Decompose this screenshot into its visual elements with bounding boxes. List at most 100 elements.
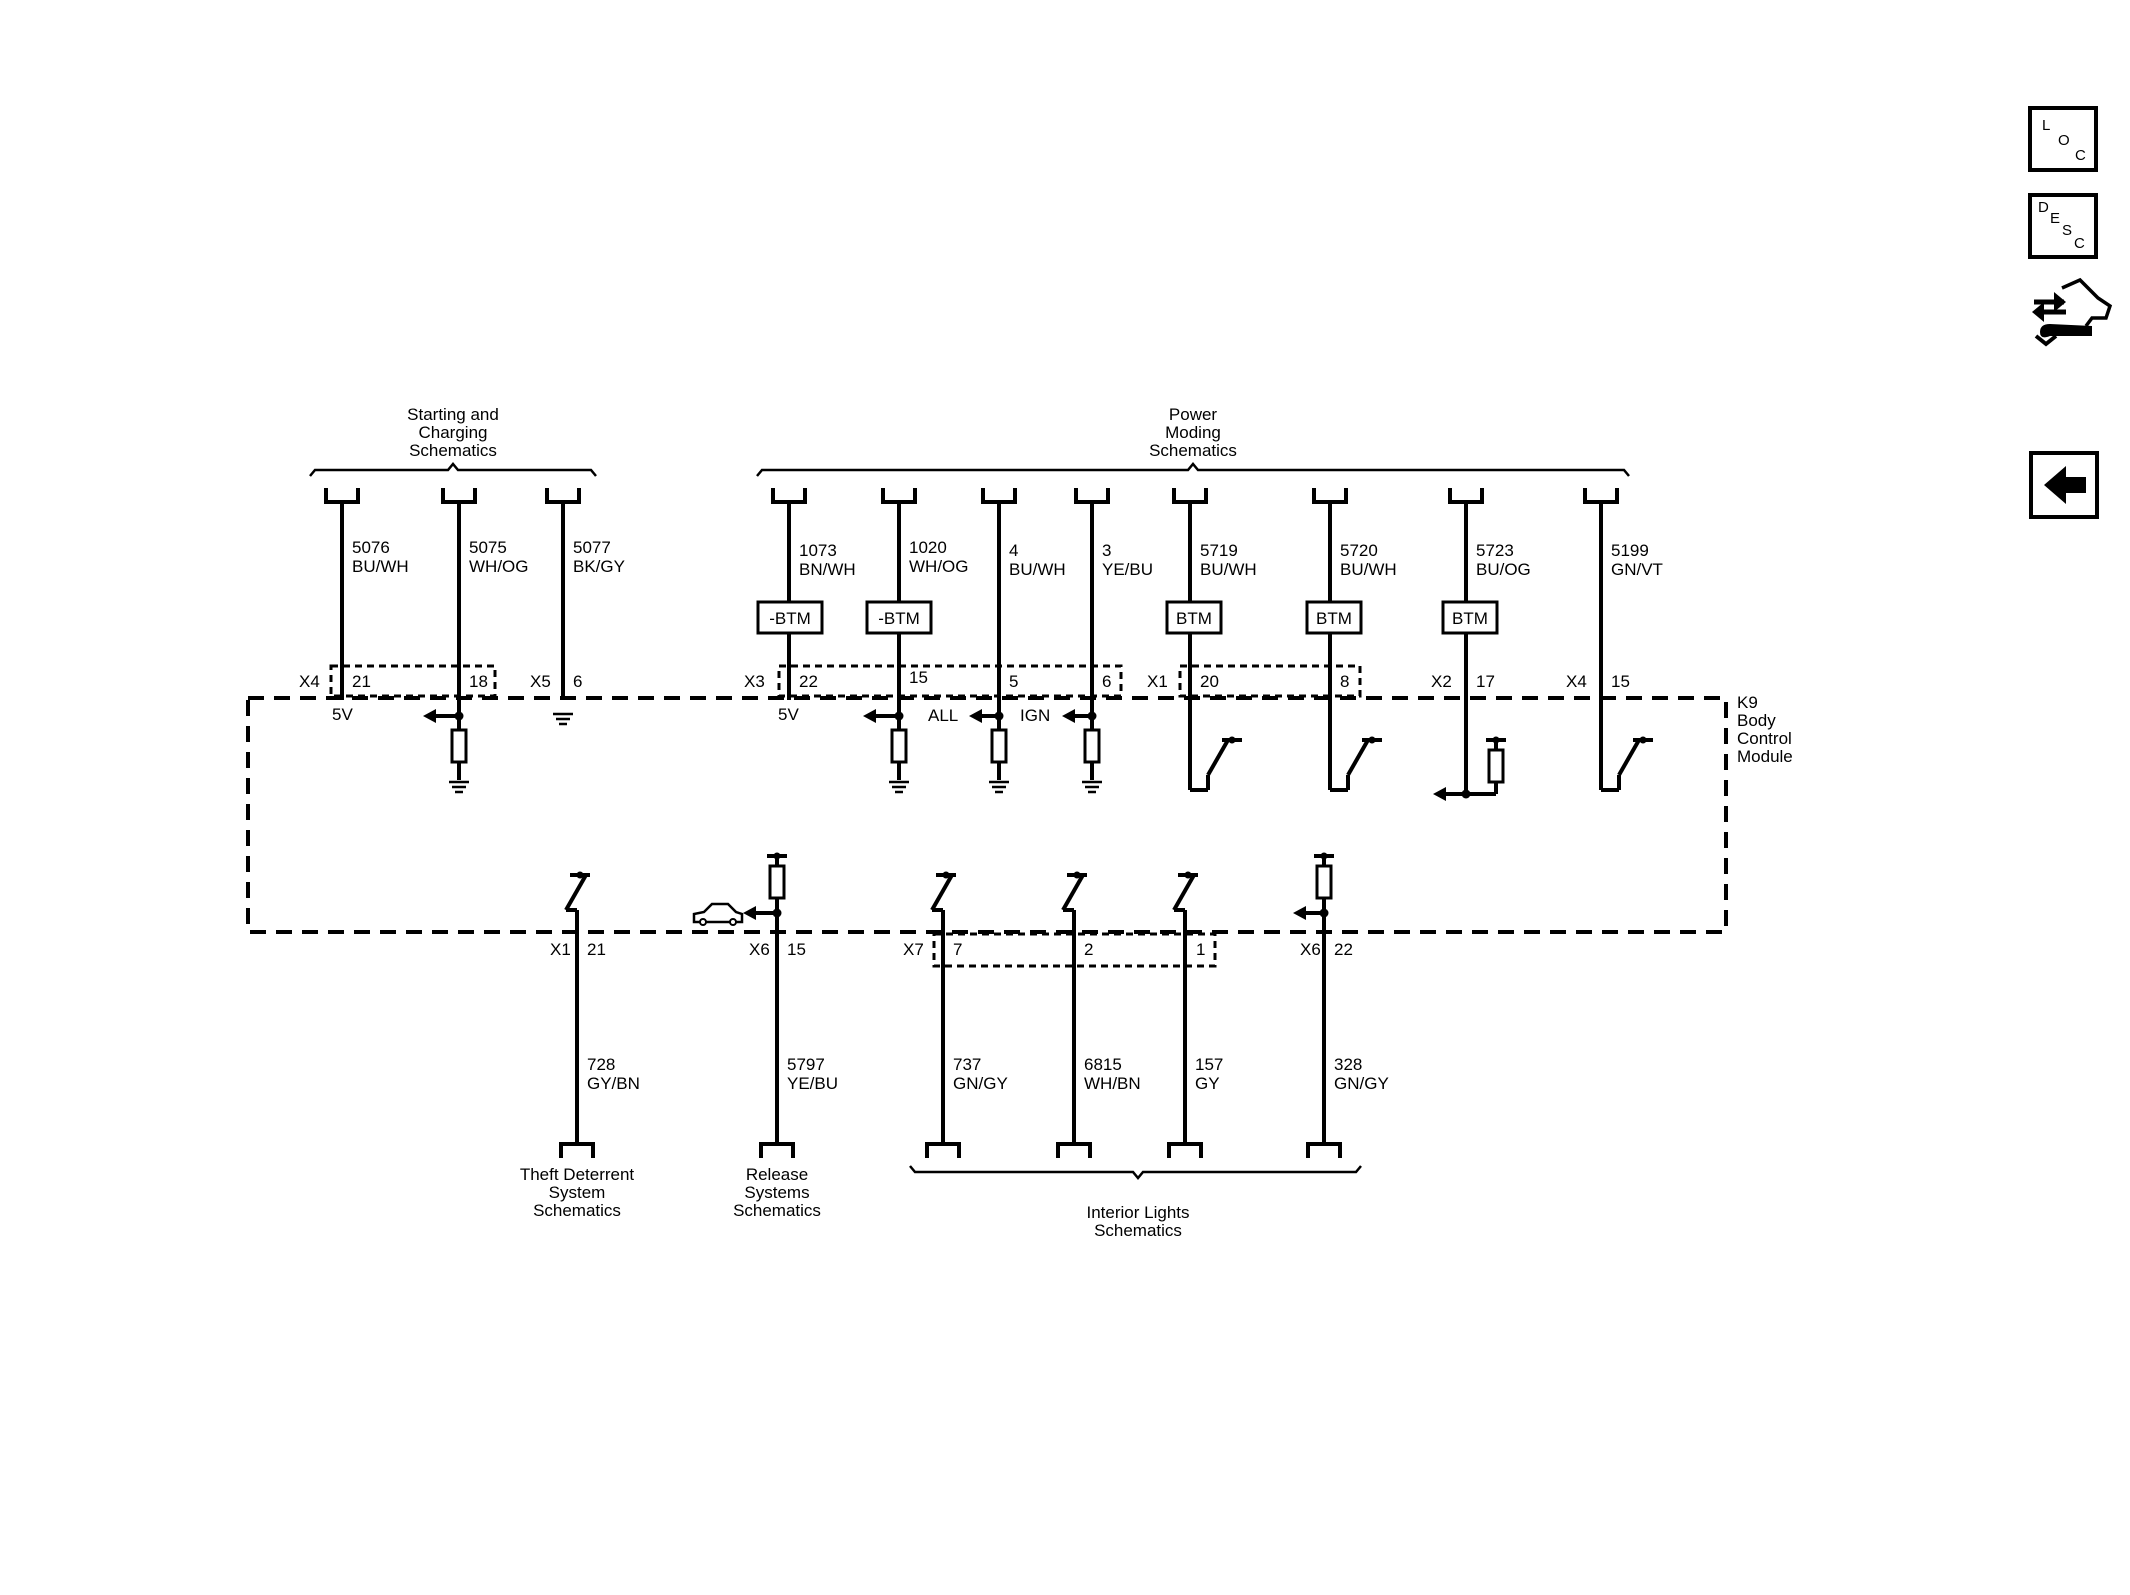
starting-group-bracket	[309, 462, 597, 477]
interior-lights-label: Interior Lights Schematics	[1087, 1203, 1190, 1240]
power-moding-label: Power Moding Schematics	[1149, 405, 1237, 460]
btm-label: -BTM	[769, 609, 811, 628]
switch-1190	[1188, 704, 1242, 792]
wire-color: WH/OG	[469, 557, 529, 576]
group-label-line: Schematics	[733, 1201, 821, 1220]
desc-button[interactable]: D E S C	[2028, 193, 2098, 259]
wire-color: YE/BU	[1102, 560, 1153, 579]
wire-circuit: 5077	[573, 538, 611, 557]
pin-label: 21	[352, 672, 371, 691]
wire-circuit: 1073	[799, 541, 837, 560]
loc-button[interactable]: L O C	[2028, 106, 2098, 172]
wire-circuit: 157	[1195, 1055, 1223, 1074]
pin-label: 7	[953, 940, 962, 959]
loc-letter: L	[2042, 117, 2050, 134]
wire-color: BU/WH	[1200, 560, 1257, 579]
resistor-1324	[1293, 852, 1334, 932]
wire-circuit: 4	[1009, 541, 1018, 560]
wire-color: WH/BN	[1084, 1074, 1141, 1093]
module-label-line: Module	[1737, 747, 1793, 766]
wire-color: BU/WH	[1009, 560, 1066, 579]
pin-label: 20	[1200, 672, 1219, 691]
connector-label: X2	[1431, 672, 1452, 691]
wire-circuit: 5076	[352, 538, 390, 557]
wire-color: GN/GY	[953, 1074, 1008, 1093]
connector-label: X7	[903, 940, 924, 959]
wire-circuit: 1020	[909, 538, 947, 557]
back-arrow-button[interactable]	[2029, 451, 2099, 519]
module-label-line: Control	[1737, 729, 1792, 748]
internal-circuits	[423, 704, 1653, 801]
top-wire-lines	[340, 502, 1603, 794]
btm-label: BTM	[1176, 609, 1212, 628]
switch-1185	[1172, 871, 1198, 932]
wire-circuit: 737	[953, 1055, 981, 1074]
wire-color: GN/VT	[1611, 560, 1663, 579]
mode-label: ALL	[928, 706, 958, 725]
pin-label: 1	[1196, 940, 1205, 959]
pin-label: 15	[787, 940, 806, 959]
pin-label: 5	[1009, 672, 1018, 691]
mode-label: IGN	[1020, 706, 1050, 725]
pin-label: 6	[1102, 672, 1111, 691]
top-pin-labels: 21 18 6 22 15 5 6 20 8 17 15	[352, 668, 1630, 691]
back-arrow-icon	[2044, 466, 2086, 504]
group-label-line: Release	[746, 1165, 808, 1184]
wire-circuit: 6815	[1084, 1055, 1122, 1074]
top-terminals	[324, 488, 1619, 504]
group-label-line: Moding	[1165, 423, 1221, 442]
resistor-777	[743, 852, 787, 932]
release-systems-label: Release Systems Schematics	[733, 1165, 821, 1220]
switch-577	[564, 871, 590, 932]
resistor-ground-1092	[1062, 709, 1102, 794]
loc-letter: O	[2058, 132, 2070, 149]
module-label: K9 Body Control Module	[1737, 693, 1793, 766]
btm-labels: -BTM -BTM BTM BTM BTM	[769, 609, 1488, 628]
pin-label: 22	[799, 672, 818, 691]
wire-circuit: 5797	[787, 1055, 825, 1074]
wire-color: GY	[1195, 1074, 1220, 1093]
pin-label: 6	[573, 672, 582, 691]
btm-label: -BTM	[878, 609, 920, 628]
resistor-ground-999	[969, 709, 1009, 794]
bottom-connector-labels: X1 X6 X7 X6	[550, 940, 1321, 959]
wire-circuit: 728	[587, 1055, 615, 1074]
pin-label: 8	[1340, 672, 1349, 691]
desc-letter: E	[2050, 210, 2060, 227]
wire-color: GY/BN	[587, 1074, 640, 1093]
voltage-label: 5V	[332, 705, 353, 724]
starting-charging-label: Starting and Charging Schematics	[407, 405, 499, 460]
module-label-line: Body	[1737, 711, 1776, 730]
btm-boxes	[756, 600, 1499, 635]
resistor-ground-459	[423, 709, 469, 794]
connector-label: X5	[530, 672, 551, 691]
group-label-line: Schematics	[1094, 1221, 1182, 1240]
internal-labels: 5V 5V ALL IGN	[332, 705, 1050, 725]
desc-letter: S	[2062, 222, 2072, 239]
wire-circuit: 5199	[1611, 541, 1649, 560]
group-label-line: Charging	[419, 423, 488, 442]
group-label-line: Starting and	[407, 405, 499, 424]
voltage-label: 5V	[778, 705, 799, 724]
wire-color: BU/OG	[1476, 560, 1531, 579]
wire-color: WH/OG	[909, 557, 969, 576]
group-label-line: Interior Lights	[1087, 1203, 1190, 1222]
switch-943	[930, 871, 956, 932]
wire-color: BN/WH	[799, 560, 856, 579]
bottom-terminals	[559, 1142, 1342, 1158]
connector-label: X6	[749, 940, 770, 959]
module-boundary	[246, 696, 1728, 934]
resistor-pullup-1466	[1433, 736, 1506, 801]
wire-color: BK/GY	[573, 557, 625, 576]
group-label-line: System	[549, 1183, 606, 1202]
bottom-wire-lines	[575, 932, 1326, 1144]
wire-color: YE/BU	[787, 1074, 838, 1093]
pin-label: 21	[587, 940, 606, 959]
vehicle-icon	[692, 902, 744, 926]
ground-563	[553, 712, 573, 726]
connector-repair-icon[interactable]	[2032, 277, 2113, 347]
wire-circuit: 3	[1102, 541, 1111, 560]
connector-label: X1	[550, 940, 571, 959]
top-connector-labels: X4 X5 X3 X1 X2 X4	[299, 672, 1587, 691]
